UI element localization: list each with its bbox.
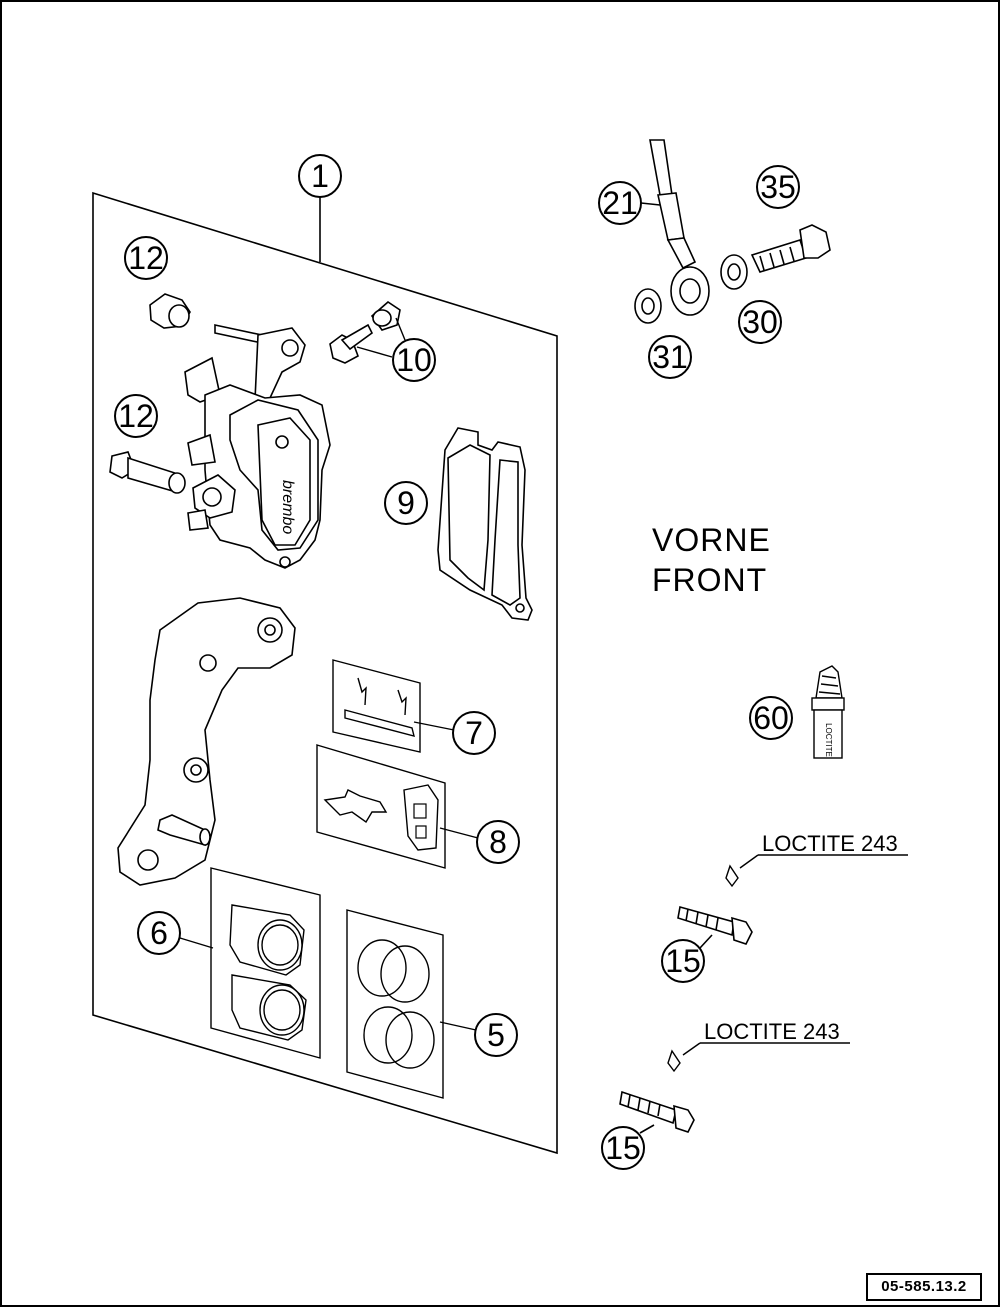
callout-12-mid-number: 12: [118, 398, 154, 434]
callout-6-number: 6: [150, 915, 168, 951]
tube-label-text: LOCTITE: [824, 723, 833, 757]
callout-60-number: 60: [753, 700, 789, 736]
callout-31: 31: [648, 335, 692, 379]
callout-1: 1: [298, 154, 342, 262]
callout-12-mid: 12: [114, 394, 158, 438]
callout-21-number: 21: [602, 185, 638, 221]
callout-9: 9: [384, 481, 428, 525]
caliper-bracket-part: [117, 597, 296, 886]
washer-31-part: [634, 288, 662, 324]
bolt-15-upper-part: [677, 905, 753, 949]
reference-number: 05-585.13.2: [866, 1273, 982, 1301]
brand-logo-text: brembo: [279, 480, 296, 534]
callout-30: 30: [738, 300, 782, 344]
callout-15-lower-number: 15: [605, 1130, 641, 1166]
brake-pad-part: [437, 427, 533, 621]
callout-8: 8: [439, 820, 520, 864]
loctite-note-lower-text: LOCTITE 243: [704, 1019, 840, 1044]
callout-7-number: 7: [465, 715, 483, 751]
loctite-note-lower: LOCTITE 243: [667, 1019, 850, 1073]
callout-15-upper: 15: [661, 939, 705, 983]
vorne-label: VORNE: [652, 522, 771, 558]
brake-caliper-part: [184, 324, 331, 569]
bolt-15-lower-part: [619, 1090, 695, 1134]
callout-7: 7: [413, 711, 496, 755]
pin-kit-part: [332, 659, 421, 753]
callout-1-number: 1: [311, 158, 329, 194]
callout-60: 60: [749, 696, 793, 740]
spring-kit-part: [316, 744, 446, 869]
callout-15-upper-number: 15: [665, 943, 701, 979]
callout-5: 5: [439, 1013, 518, 1057]
callout-35-number: 35: [760, 169, 796, 205]
bleed-screw-part: [329, 300, 401, 364]
loctite-drop-icon: [667, 1049, 681, 1073]
bleed-cap-part: [149, 293, 191, 329]
callout-10: 10: [356, 317, 436, 382]
callout-15-lower: 15: [601, 1126, 645, 1170]
callout-30-number: 30: [742, 304, 778, 340]
callout-6: 6: [137, 911, 214, 955]
seal-kit-part: [346, 909, 444, 1099]
callout-35: 35: [756, 165, 800, 209]
callout-9-number: 9: [397, 485, 415, 521]
assembly-panel: [92, 191, 558, 1155]
loctite-note-upper-text: LOCTITE 243: [762, 831, 898, 856]
callout-21: 21: [598, 181, 661, 225]
banjo-bolt-part: [750, 224, 831, 273]
callout-5-number: 5: [487, 1017, 505, 1053]
washer-30-part: [720, 254, 748, 290]
callout-10-number: 10: [396, 342, 432, 378]
loctite-tube-part: [811, 665, 845, 759]
brake-hose-part: [649, 139, 710, 316]
callout-8-number: 8: [489, 824, 507, 860]
guide-pin-part: [109, 451, 186, 494]
loctite-drop-icon: [725, 864, 739, 888]
loctite-note-upper: LOCTITE 243: [725, 831, 908, 888]
callout-12-top: 12: [124, 236, 168, 280]
callout-31-number: 31: [652, 339, 688, 375]
callout-12-top-number: 12: [128, 240, 164, 276]
front-label: FRONT: [652, 562, 767, 598]
piston-kit-part: [210, 867, 321, 1059]
